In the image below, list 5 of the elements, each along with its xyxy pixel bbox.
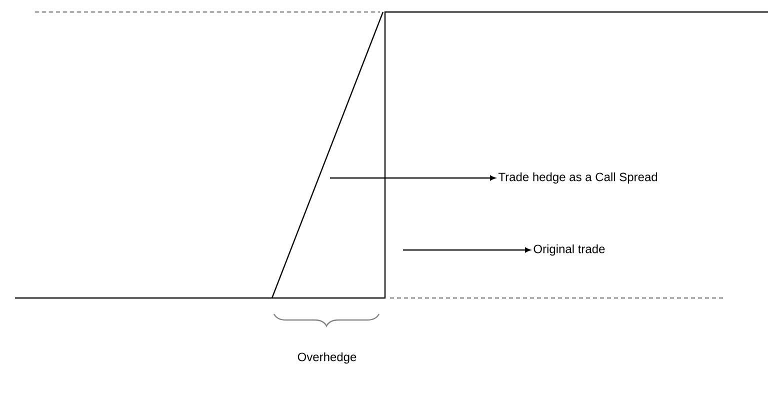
arrow (403, 248, 530, 252)
text-label: Trade hedge as a Call Spread (498, 172, 658, 184)
text-label: Original trade (534, 244, 605, 256)
arrow (330, 176, 496, 180)
brace-label: Overhedge (298, 352, 356, 364)
